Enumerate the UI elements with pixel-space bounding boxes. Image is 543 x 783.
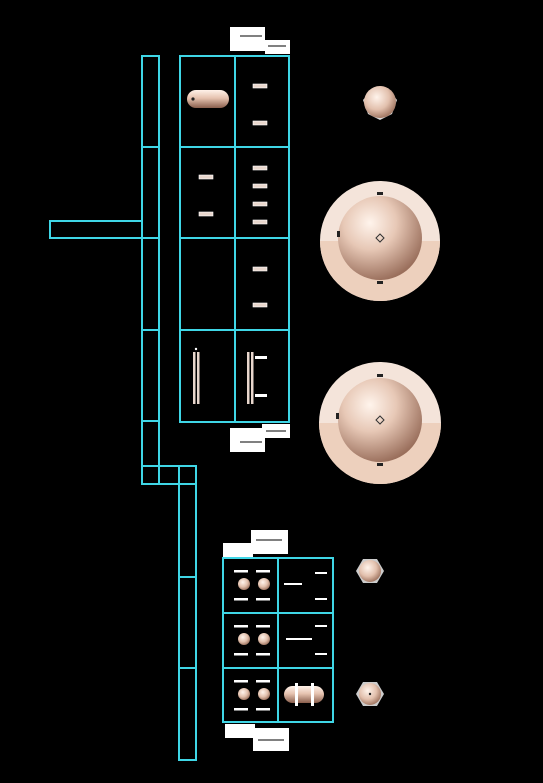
small-sphere-top	[363, 86, 397, 120]
horizontal-vessel-icon	[187, 90, 229, 108]
lower-title-block-bottom	[225, 724, 289, 751]
upper-process-unit	[179, 27, 290, 452]
pump-icon	[234, 680, 270, 711]
unit-title-block-top	[230, 27, 290, 54]
rack-column-lower	[178, 465, 197, 761]
pump-icon	[234, 570, 270, 601]
pipe-rack-lower	[159, 465, 197, 761]
equipment-tags	[198, 83, 268, 308]
large-spherical-tank-icon	[319, 362, 441, 484]
lower-process-unit	[222, 530, 334, 751]
pump-icon	[234, 625, 270, 656]
unit-title-block-bottom	[230, 424, 290, 452]
rack-branch-left	[49, 220, 143, 239]
sphere-tank-icon	[356, 682, 384, 706]
column-instrument-right	[247, 352, 267, 404]
lower-right-details	[284, 572, 327, 655]
lower-title-block-top	[223, 530, 288, 557]
sphere-tank-icon	[356, 559, 384, 583]
column-instrument-left	[193, 347, 200, 404]
rack-column-upper	[141, 55, 160, 485]
large-spherical-tank-icon	[320, 181, 440, 301]
pipe-rack-upper	[49, 55, 196, 485]
horizontal-vessel-icon	[284, 683, 324, 706]
